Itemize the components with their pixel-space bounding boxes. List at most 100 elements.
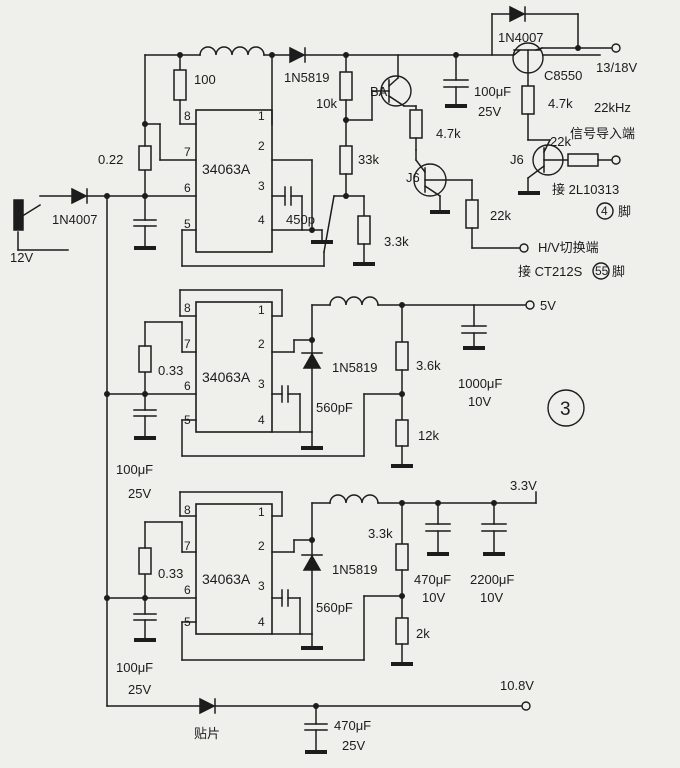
svg-text:25V: 25V xyxy=(478,104,501,119)
conn-2l10313-label: 接 2L10313 xyxy=(552,182,619,197)
output-cap-label: 100μF xyxy=(474,84,511,99)
signal-input-label: 信号导入端 xyxy=(570,126,635,141)
top-ic-34063a xyxy=(195,109,273,253)
low-ic-34063a xyxy=(195,503,273,635)
mid-resistor-12k-label: 12k xyxy=(418,428,439,443)
mid-ic-34063a xyxy=(195,301,273,433)
resistor-100-label: 100 xyxy=(194,72,216,87)
resistor-10k xyxy=(339,71,353,101)
low-buck-3v3-section: 0.33 34063A 8 7 6 5 1 2 3 4 100μF 25V 1N… xyxy=(104,478,537,697)
smd-diode-icon xyxy=(199,697,216,715)
mid-output-cap-label: 1000μF xyxy=(458,376,502,391)
low-inductor-icon xyxy=(329,494,379,504)
bypass-diode-label: 1N4007 xyxy=(498,30,544,45)
svg-text:25V: 25V xyxy=(342,738,365,753)
svg-text:8: 8 xyxy=(184,301,191,315)
low-schottky-icon xyxy=(302,554,322,571)
resistor-33k xyxy=(339,145,353,175)
svg-text:5: 5 xyxy=(184,217,191,231)
timing-cap-label: 450p xyxy=(286,212,315,227)
svg-text:7: 7 xyxy=(184,539,191,553)
low-cap-470-label: 470μF xyxy=(414,572,451,587)
low-sense-resistor xyxy=(138,547,152,575)
resistor-4k7-b xyxy=(521,85,535,115)
conn-ct212s-label: 接 CT212S xyxy=(518,264,583,279)
transistor-j6-b-label: J6 xyxy=(510,152,524,167)
signal-input-terminal xyxy=(611,155,621,165)
top-boost-section: 12V 1N4007 0.22 1N5819 xyxy=(10,5,638,707)
mid-ic-label: 34063A xyxy=(202,369,251,385)
svg-text:4: 4 xyxy=(258,213,265,227)
svg-text:25V: 25V xyxy=(128,486,151,501)
resistor-4k7-a xyxy=(409,109,423,139)
resistor-4k7-a-label: 4.7k xyxy=(436,126,461,141)
low-resistor-3k3 xyxy=(395,543,409,571)
sense-resistor-label: 0.22 xyxy=(98,152,123,167)
svg-text:8: 8 xyxy=(184,109,191,123)
low-schottky-label: 1N5819 xyxy=(332,562,378,577)
top-ic-label: 34063A xyxy=(202,161,251,177)
input-voltage-label: 12V xyxy=(10,250,33,265)
svg-text:10V: 10V xyxy=(480,590,503,605)
smd-diode-label: 贴片 xyxy=(194,726,220,741)
low-resistor-2k xyxy=(395,617,409,645)
bottom-cap-label: 470μF xyxy=(334,718,371,733)
low-sense-resistor-label: 0.33 xyxy=(158,566,183,581)
svg-text:7: 7 xyxy=(184,337,191,351)
out-10v8-label: 10.8V xyxy=(500,678,534,693)
resistor-22k-a-label: 22k xyxy=(490,208,511,223)
svg-text:2: 2 xyxy=(258,337,265,351)
input-jack-icon xyxy=(13,199,24,231)
pin-4-label: 4 xyxy=(601,204,608,218)
mid-buck-5v-section: 0.33 34063A 8 7 6 5 1 2 3 4 100μF 25V xyxy=(104,289,585,501)
transistor-c8550-label: C8550 xyxy=(544,68,582,83)
svg-text:脚: 脚 xyxy=(618,204,631,219)
svg-text:2: 2 xyxy=(258,139,265,153)
resistor-4k7-b-label: 4.7k xyxy=(548,96,573,111)
bypass-diode-icon xyxy=(509,5,526,23)
svg-text:7: 7 xyxy=(184,145,191,159)
mid-input-cap-label: 100μF xyxy=(116,462,153,477)
mid-sense-resistor xyxy=(138,345,152,373)
low-input-cap-label: 100μF xyxy=(116,660,153,675)
mid-schottky-icon xyxy=(302,352,322,369)
sense-resistor-022 xyxy=(138,145,152,171)
mid-timing-cap-label: 560pF xyxy=(316,400,353,415)
svg-text:10V: 10V xyxy=(468,394,491,409)
svg-text:6: 6 xyxy=(184,583,191,597)
out-13-18v-label: 13/18V xyxy=(596,60,638,75)
low-resistor-2k-label: 2k xyxy=(416,626,430,641)
input-diode-icon xyxy=(71,187,88,205)
svg-text:6: 6 xyxy=(184,181,191,195)
out-5v-label: 5V xyxy=(540,298,556,313)
svg-text:10V: 10V xyxy=(422,590,445,605)
pin-55-label: 55 xyxy=(595,264,609,278)
mid-resistor-12k xyxy=(395,419,409,447)
svg-text:4: 4 xyxy=(258,615,265,629)
mid-schottky-label: 1N5819 xyxy=(332,360,378,375)
mid-inductor-icon xyxy=(329,296,379,306)
resistor-3k3-label: 3.3k xyxy=(384,234,409,249)
low-timing-cap-label: 560pF xyxy=(316,600,353,615)
low-resistor-3k3-label: 3.3k xyxy=(368,526,393,541)
out-5v-terminal xyxy=(525,300,535,310)
resistor-33k-label: 33k xyxy=(358,152,379,167)
schottky-diode-label: 1N5819 xyxy=(284,70,330,85)
out-3v3-label: 3.3V xyxy=(510,478,537,493)
mid-resistor-3k6-label: 3.6k xyxy=(416,358,441,373)
figure-number-circle xyxy=(547,389,585,427)
resistor-10k-label: 10k xyxy=(316,96,337,111)
transistor-ba-label: BA xyxy=(370,84,388,99)
bottom-10v8-section: 10.8V 贴片 470μF 25V xyxy=(106,678,534,754)
schottky-diode-icon xyxy=(289,46,306,64)
out-13-18v-terminal xyxy=(611,43,621,53)
resistor-22k-b xyxy=(567,153,599,167)
svg-text:1: 1 xyxy=(258,109,265,123)
figure-number: 3 xyxy=(560,399,571,420)
resistor-22k-a xyxy=(465,199,479,229)
resistor-100 xyxy=(173,69,187,101)
input-diode-label: 1N4007 xyxy=(52,212,98,227)
svg-text:3: 3 xyxy=(258,377,265,391)
transistor-j6-a-label: J6 xyxy=(406,170,420,185)
